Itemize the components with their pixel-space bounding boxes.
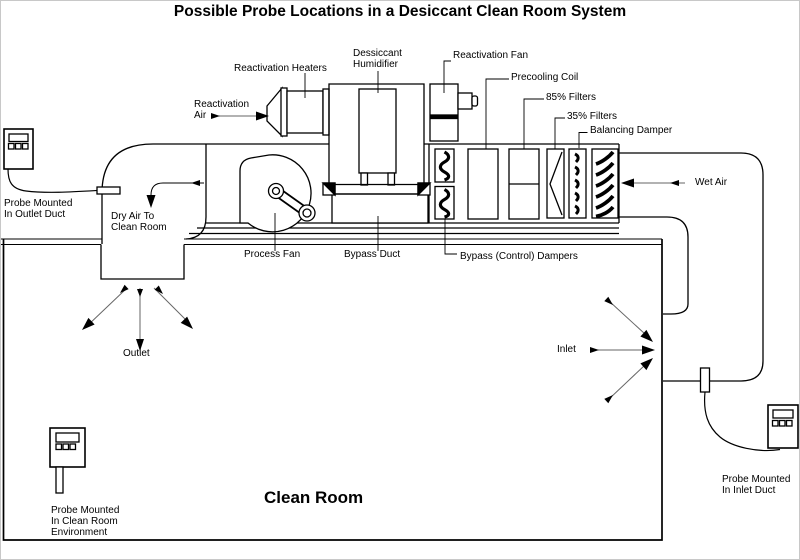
label-bypass-control-dampers: Bypass (Control) Dampers [460, 251, 578, 262]
precooling-coil-box [467, 148, 499, 220]
probe-cable [7, 168, 98, 193]
label-dry-air: Dry Air To Clean Room [111, 211, 167, 233]
label-probe-outlet-duct: Probe Mounted In Outlet Duct [4, 198, 73, 220]
wet-air-arrow [621, 178, 685, 188]
reactivation-air-funnel [266, 86, 288, 138]
filters-85-box [508, 148, 540, 220]
label-balancing-damper: Balancing Damper [590, 125, 673, 136]
inlet-arrows [590, 296, 655, 404]
label-reactivation-air: Reactivation Air [194, 99, 250, 121]
probe-stem [55, 466, 64, 494]
process-fan-assembly [239, 154, 316, 233]
louver-filter-box [591, 148, 619, 219]
probe-cable [703, 391, 781, 452]
label-85-filters: 85% Filters [546, 92, 597, 103]
reactivation-air-arrow [211, 111, 269, 121]
probe-inlet-group [699, 367, 799, 452]
probe-display-inlet [767, 404, 799, 449]
label-bypass-duct: Bypass Duct [344, 249, 401, 260]
label-35-filters: 35% Filters [567, 111, 618, 122]
label-outlet: Outlet [123, 348, 150, 359]
label-reactivation-fan: Reactivation Fan [453, 50, 529, 61]
probe-sensor-outlet [96, 186, 121, 195]
label-process-fan: Process Fan [244, 249, 301, 260]
probe-display-outlet [3, 128, 34, 170]
bypass-damper-symbol-left [321, 182, 336, 197]
label-reactivation-heaters: Reactivation Heaters [234, 63, 327, 74]
reactivation-fan-unit [429, 83, 479, 142]
heater-end-cap [322, 88, 330, 136]
label-precooling-coil: Precooling Coil [511, 72, 579, 83]
label-wet-air: Wet Air [695, 177, 728, 188]
return-air-duct [618, 152, 764, 382]
label-dessiccant-humidifier: Dessiccant Humidifier [353, 48, 402, 70]
probe-display-clean-room [49, 427, 86, 494]
probe-sensor-inlet [699, 367, 711, 393]
callout-lines [274, 60, 588, 255]
label-clean-room: Clean Room [264, 488, 364, 507]
outlet-duct-box [100, 244, 185, 280]
label-probe-inlet-duct: Probe Mounted In Inlet Duct [722, 474, 791, 496]
balancing-damper-box [568, 148, 587, 219]
bypass-damper-symbol-right [417, 182, 432, 197]
bypass-duct-assembly [321, 182, 432, 224]
diagram-title: Possible Probe Locations in a Desiccant … [173, 3, 627, 20]
clean-room-box [1, 238, 663, 541]
dry-air-arrow [146, 180, 204, 208]
bypass-control-dampers [434, 148, 455, 220]
dessiccant-humidifier-unit [358, 88, 397, 186]
humidifier-housing [328, 83, 425, 184]
label-probe-clean-room: Probe Mounted In Clean Room Environment [51, 505, 120, 538]
filters-35-box [546, 148, 565, 219]
label-inlet: Inlet [557, 344, 576, 355]
probe-outlet-group [3, 128, 121, 195]
flow-arrows [82, 111, 685, 404]
outlet-arrows [82, 284, 193, 351]
